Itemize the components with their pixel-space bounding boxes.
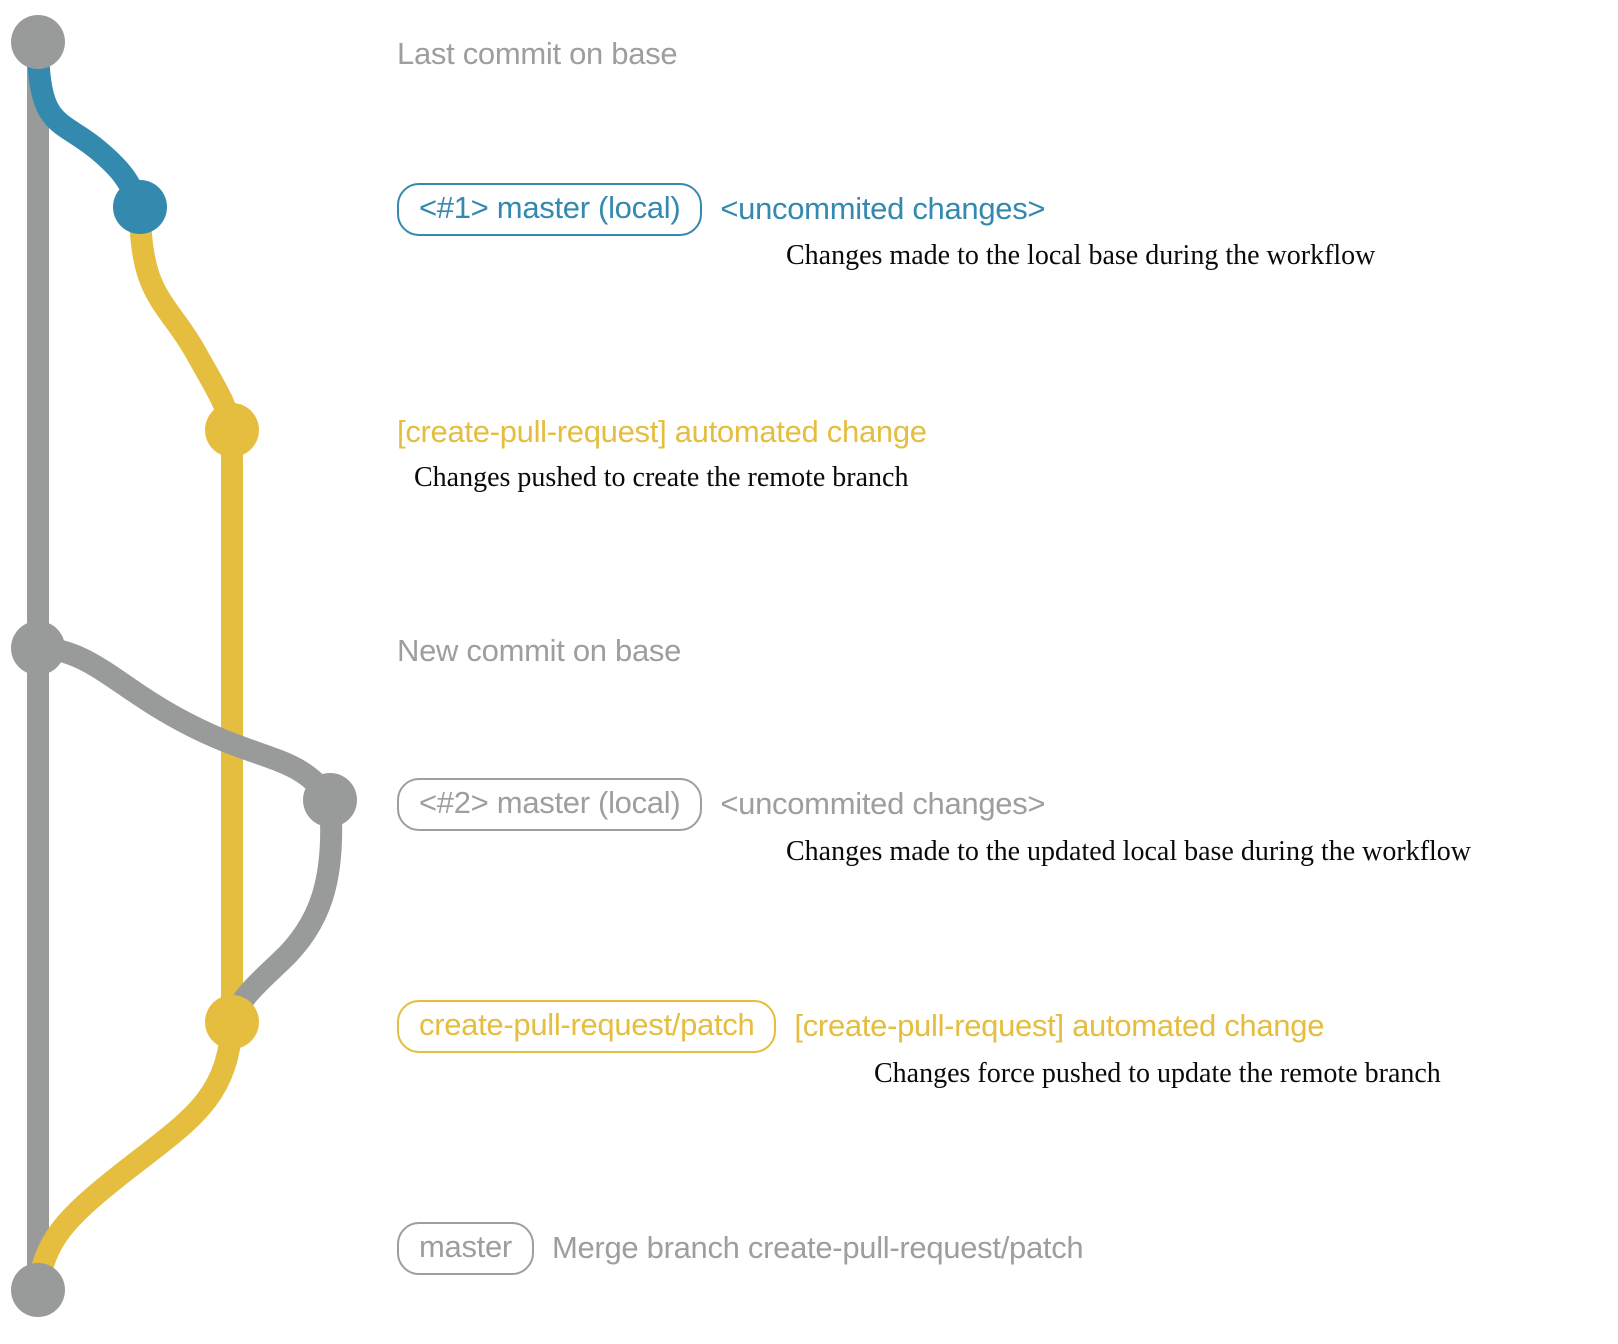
commit-description-automated-change-2: Changes force pushed to update the remot… <box>874 1058 1441 1089</box>
commit-row-master-merge: master Merge branch create-pull-request/… <box>397 1222 1084 1275</box>
commit-subject-master-merge: Merge branch create-pull-request/patch <box>551 1230 1084 1265</box>
ref-badge-master[interactable]: master <box>397 1222 534 1275</box>
commit-description-master-local-2: Changes made to the updated local base d… <box>786 836 1472 867</box>
commit-subject-master-local-1: <uncommited changes> <box>720 191 1046 226</box>
commit-row-master-local-1: <#1> master (local) <uncommited changes> <box>397 183 1046 236</box>
node-automated-change-2[interactable] <box>205 995 259 1049</box>
ref-badge-master-local-1[interactable]: <#1> master (local) <box>397 183 703 236</box>
commit-subject-automated-change-1: [create-pull-request] automated change <box>397 414 927 449</box>
branch-line-patch-1 <box>129 196 243 441</box>
commit-row-master-local-2: <#2> master (local) <uncommited changes> <box>397 778 1046 831</box>
ref-badge-master-local-2[interactable]: <#2> master (local) <box>397 778 703 831</box>
branch-line-local-2 <box>27 637 341 811</box>
node-master-local-1[interactable] <box>113 180 167 234</box>
commit-description-automated-change-1: Changes pushed to create the remote bran… <box>414 462 909 493</box>
commit-subject-master-local-2: <uncommited changes> <box>720 786 1046 821</box>
branch-line-local-2-to-patch <box>221 789 343 1033</box>
commit-row-automated-change-2: create-pull-request/patch [create-pull-r… <box>397 1000 1324 1053</box>
node-automated-change-1[interactable] <box>205 403 259 457</box>
commit-description-master-local-1: Changes made to the local base during th… <box>786 240 1376 271</box>
node-new-commit-on-base[interactable] <box>11 621 65 675</box>
node-master-merge[interactable] <box>11 1263 65 1317</box>
commit-subject-last-commit-on-base: Last commit on base <box>397 36 678 71</box>
commit-subject-automated-change-2: [create-pull-request] automated change <box>794 1008 1325 1043</box>
commit-subject-new-commit-on-base: New commit on base <box>397 633 682 668</box>
node-last-commit-on-base[interactable] <box>11 15 65 69</box>
node-master-local-2[interactable] <box>303 773 357 827</box>
ref-badge-create-pull-request-patch[interactable]: create-pull-request/patch <box>397 1000 777 1053</box>
branch-line-local-1 <box>27 31 151 218</box>
merge-line-patch-to-master <box>27 1011 243 1301</box>
